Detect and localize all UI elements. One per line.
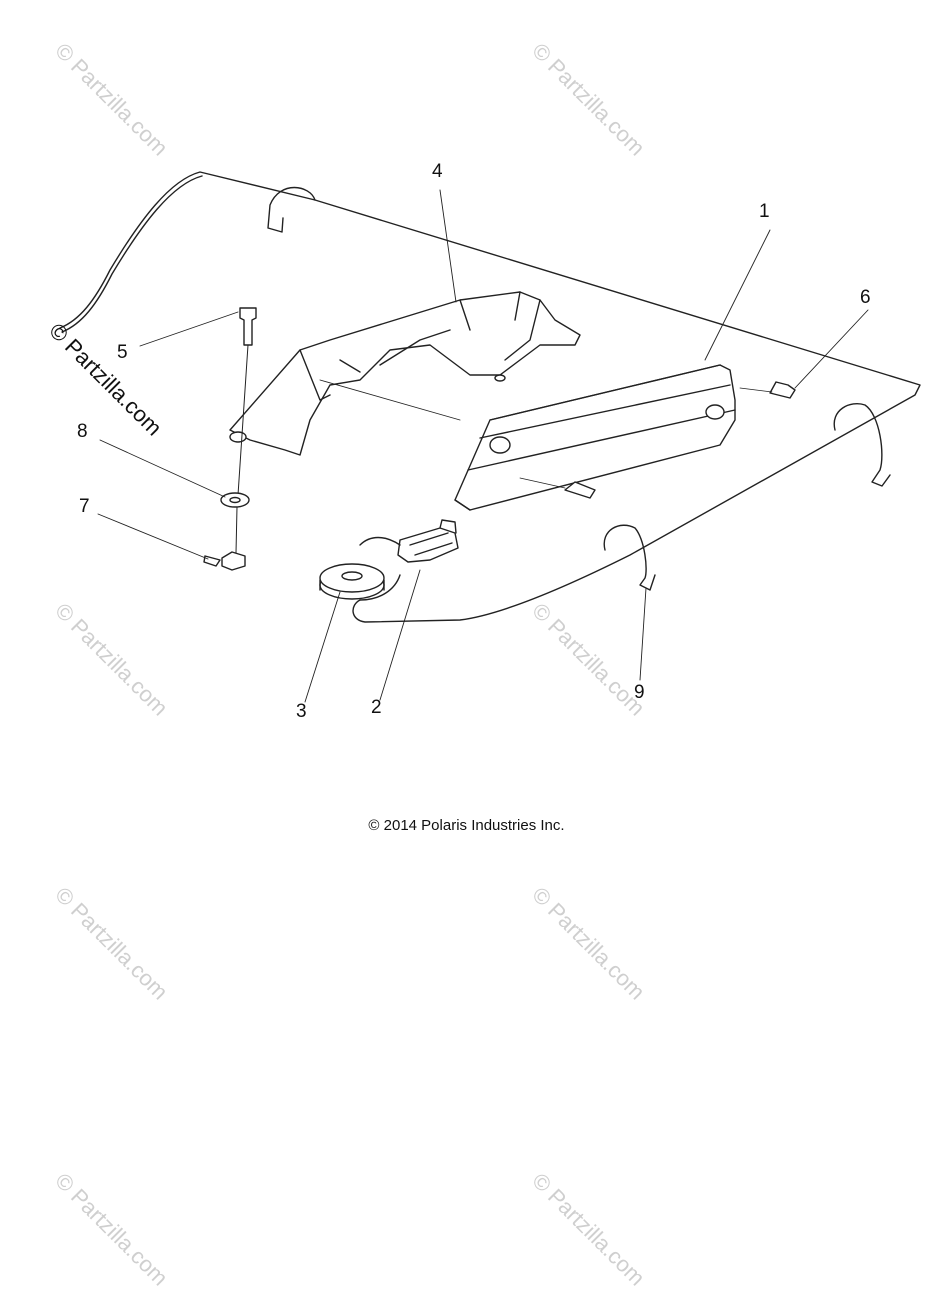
copyright-text: © 2014 Polaris Industries Inc. xyxy=(368,817,565,834)
callout-8: 8 xyxy=(77,421,88,442)
wire-harness-inner xyxy=(61,175,203,333)
callout-2: 2 xyxy=(371,697,382,718)
bar-screw xyxy=(564,481,596,499)
callout-1: 1 xyxy=(759,201,770,222)
nut-7 xyxy=(221,551,246,571)
callout-9: 9 xyxy=(634,682,645,703)
washer-8 xyxy=(220,492,250,508)
clip-left xyxy=(267,186,316,233)
callout-6: 6 xyxy=(860,287,871,308)
fastener-6 xyxy=(769,381,796,399)
connector-2 xyxy=(397,527,459,563)
leader-lines xyxy=(97,189,869,703)
bolt-5 xyxy=(239,307,257,346)
clip-bottom xyxy=(603,524,656,591)
housing-bracket xyxy=(229,291,581,456)
callout-5: 5 xyxy=(117,342,128,363)
clip-right xyxy=(833,403,891,487)
callout-7: 7 xyxy=(79,496,90,517)
callout-3: 3 xyxy=(296,701,307,722)
wire-harness xyxy=(59,171,921,623)
callout-4: 4 xyxy=(432,161,443,182)
parts-diagram xyxy=(59,171,921,703)
wire-to-connector xyxy=(359,574,401,601)
